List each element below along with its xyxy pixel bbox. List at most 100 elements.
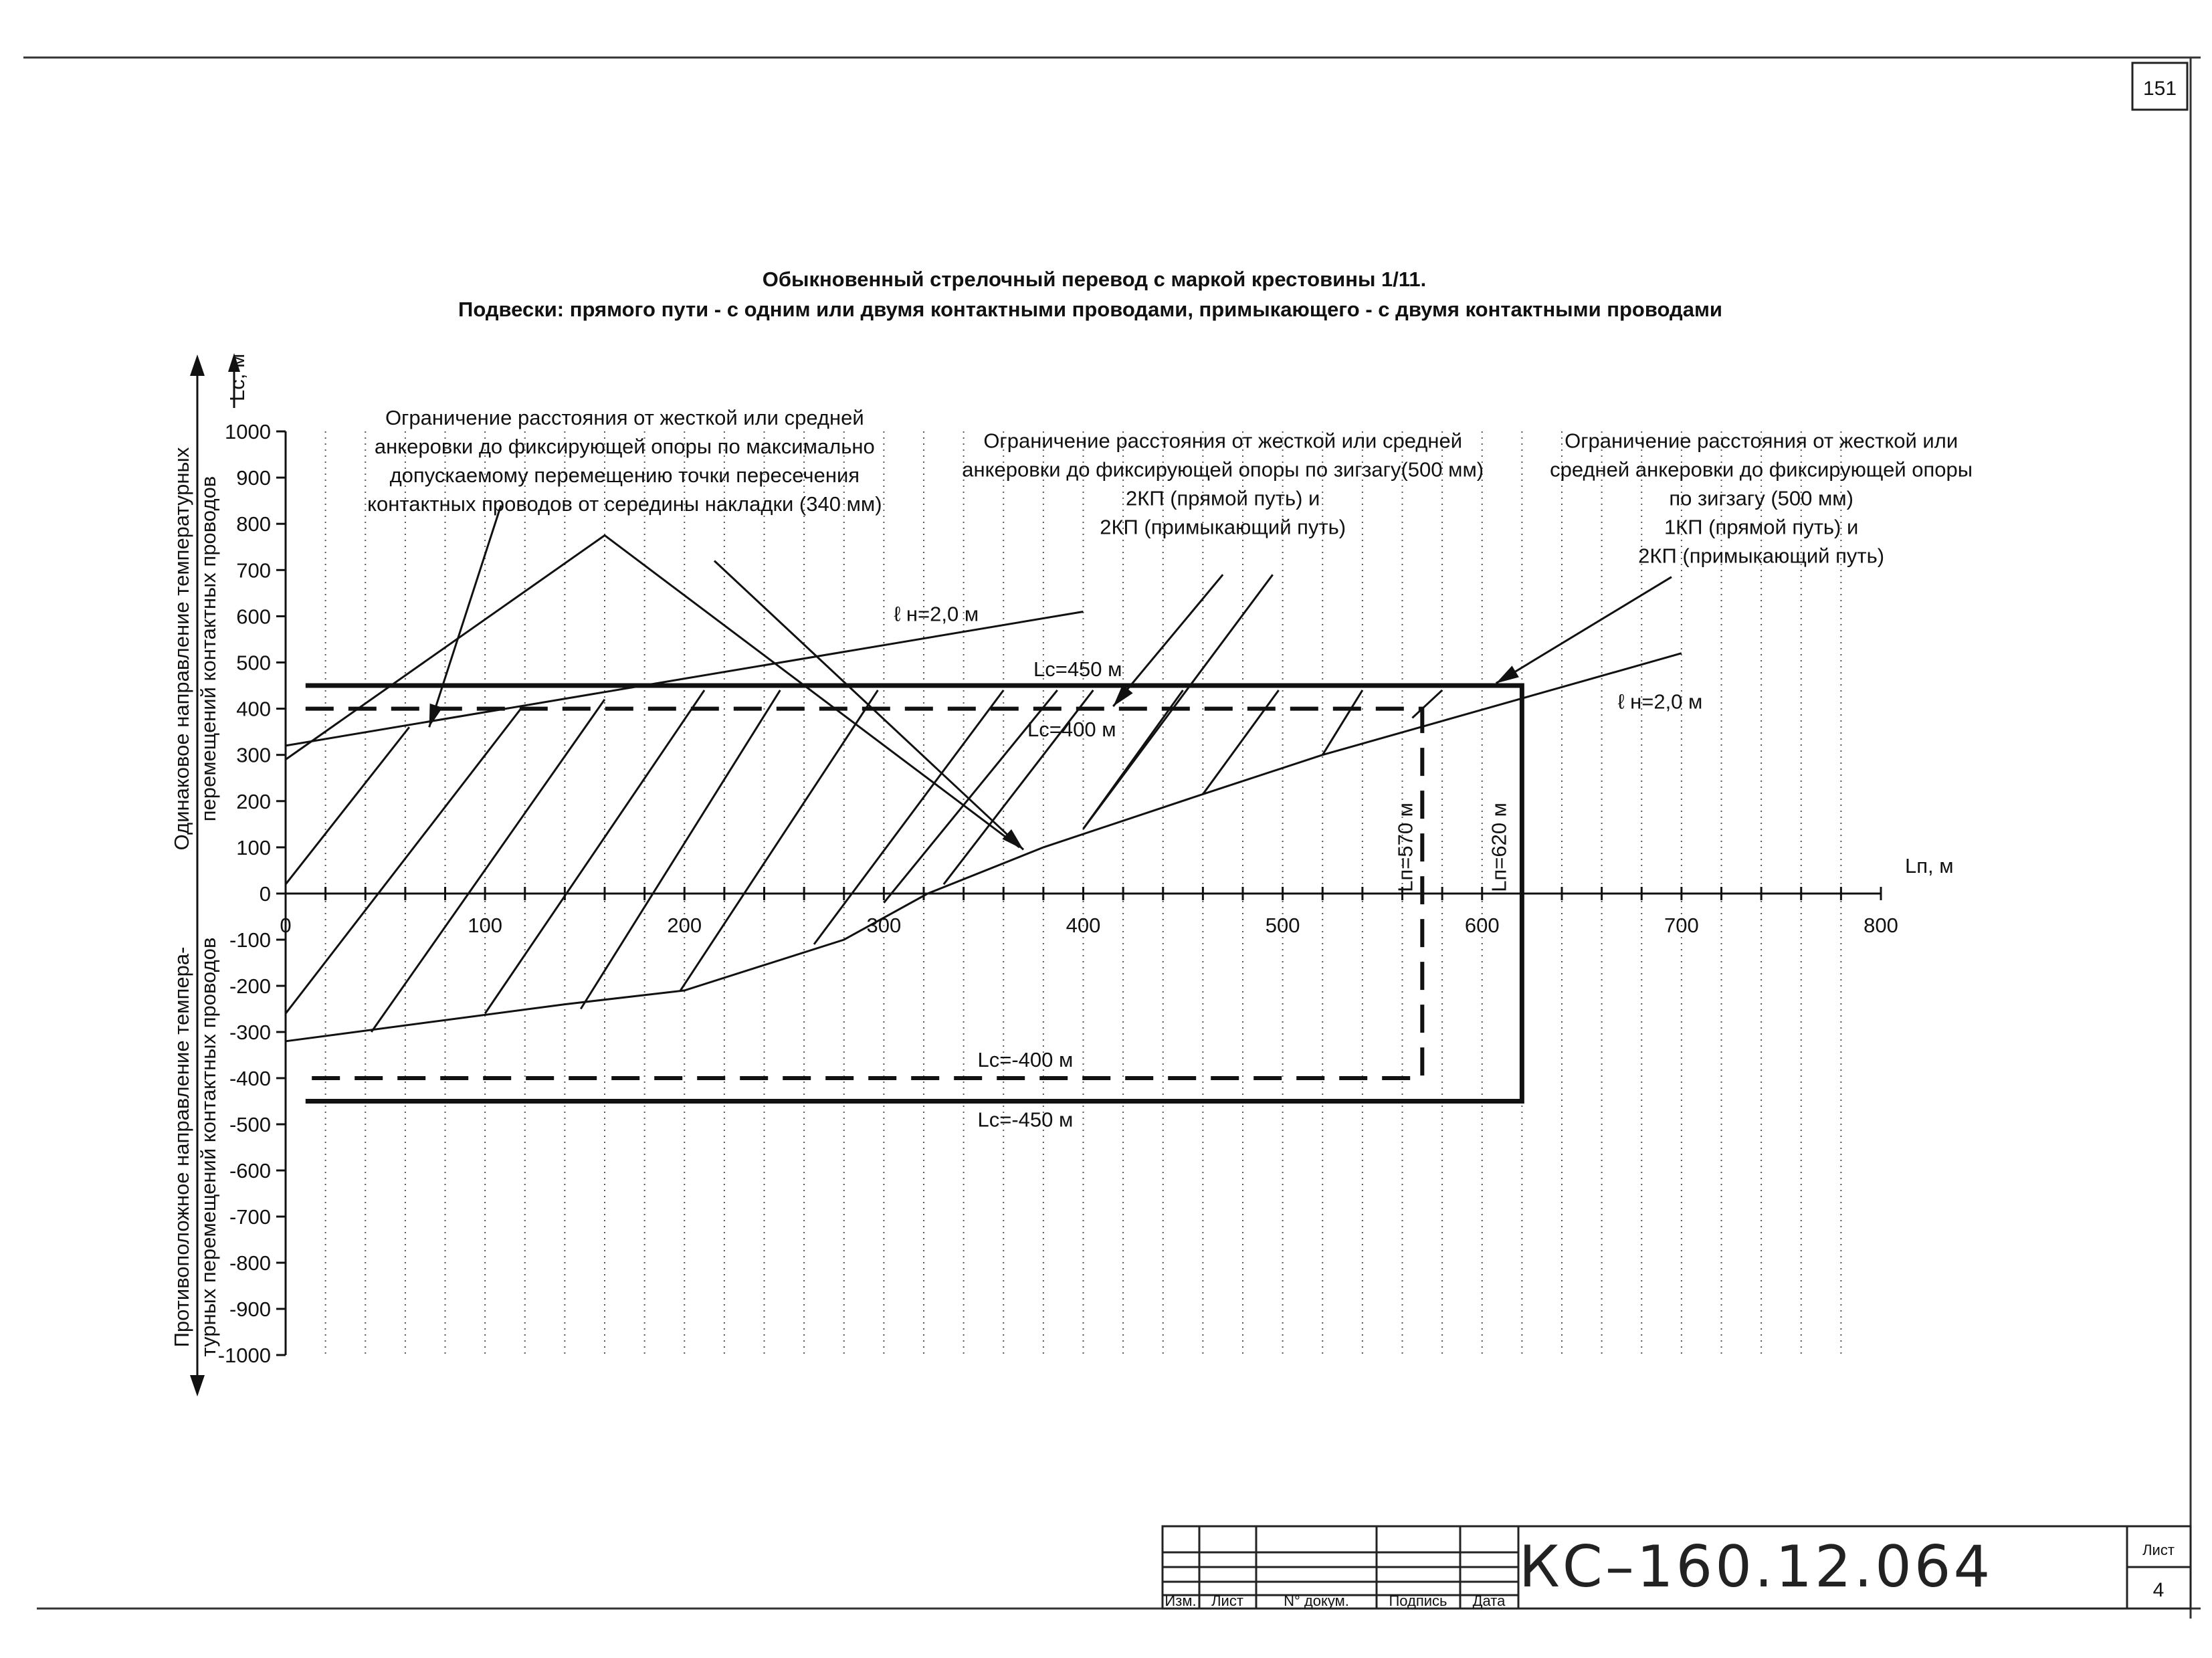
stamp-col-izm: Изм.	[1165, 1592, 1196, 1609]
series-line	[285, 652, 1682, 1043]
series-line	[305, 683, 1524, 1104]
annotation-line: анкеровки до фиксирующей опоры по максим…	[375, 435, 875, 458]
chart-subtitle: Подвески: прямого пути - с одним или дву…	[458, 298, 1722, 321]
lower-direction-line-1: Противоположное направление темпера-	[170, 947, 193, 1348]
series-line	[1321, 690, 1364, 756]
series-line	[1082, 574, 1274, 830]
annotation-line: допускаемому перемещению точки пересечен…	[390, 463, 860, 487]
stamp-col-list: Лист	[1211, 1592, 1243, 1609]
series-line	[1411, 689, 1443, 719]
y-tick-label: 400	[236, 698, 271, 721]
annotation-line: 2КП (прямой путь) и	[1126, 487, 1320, 510]
y-tick-label: 800	[236, 512, 271, 536]
series-line	[942, 690, 1094, 886]
annotation-text: Ограничение расстояния от жесткой или сре…	[1550, 429, 1973, 568]
y-axis-arrow-head	[228, 353, 240, 372]
annotation-text: Ограничение расстояния от жесткой или ср…	[367, 406, 882, 516]
annotation-label: Lс=400 м	[1027, 718, 1116, 741]
series-line	[484, 690, 706, 1015]
y-tick-label: -200	[229, 974, 271, 998]
y-tick-label: -1000	[218, 1344, 271, 1367]
annotation-line: 2КП (примыкающий путь)	[1100, 516, 1346, 539]
stamp-col-date: Дата	[1473, 1592, 1506, 1609]
annotation-label: Lп=620 м	[1488, 803, 1511, 892]
annotation-label: ℓ н=2,0 м	[1617, 690, 1702, 714]
y-tick-label: 600	[236, 605, 271, 628]
sheet-number-box	[2131, 62, 2189, 111]
chart-annotations: Ограничение расстояния от жесткой или ср…	[367, 406, 1973, 1131]
annotation-line: Ограничение расстояния от жесткой или ср…	[983, 429, 1462, 453]
x-tick-label: 400	[1066, 914, 1101, 937]
x-tick-label: 600	[1465, 914, 1500, 937]
x-tick-label: 700	[1664, 914, 1699, 937]
series-line	[285, 534, 1021, 849]
annotation-line: контактных проводов от середины накладки…	[367, 492, 882, 516]
y-tick-label: 0	[260, 882, 271, 906]
x-tick-label: 0	[280, 914, 291, 937]
y-tick-label: -400	[229, 1067, 271, 1090]
series-line	[1202, 690, 1280, 795]
chart-series	[284, 534, 1682, 1104]
annotation-text: Ограничение расстояния от жесткой или ср…	[962, 429, 1484, 539]
annotation-arrowhead	[1002, 829, 1024, 850]
y-tick-label: 1000	[225, 420, 271, 443]
series-line	[680, 690, 879, 991]
stamp-col-sign: Подпись	[1389, 1592, 1447, 1609]
lower-direction-label: Противоположное направление темпера- тур…	[170, 937, 220, 1356]
annotation-arrowhead	[429, 703, 443, 728]
chart-title: Обыкновенный стрелочный перевод с маркой…	[763, 268, 1427, 291]
stamp-col-doc: N° докум.	[1284, 1592, 1349, 1609]
title-block	[1161, 1525, 2192, 1610]
y-tick-label: -800	[229, 1251, 271, 1275]
annotation-arrow	[1495, 576, 1672, 684]
y-tick-label: 200	[236, 790, 271, 813]
annotation-arrow	[713, 560, 1025, 851]
sheet-number: 151	[2143, 78, 2177, 100]
series-line	[284, 726, 411, 886]
annotation-arrowhead	[1113, 684, 1133, 707]
series-line	[305, 706, 1425, 1080]
document-code: КС–160.12.064	[1519, 1534, 1993, 1600]
annotation-arrowhead	[1496, 665, 1519, 684]
annotation-line: средней анкеровки до фиксирующей опоры	[1550, 458, 1973, 482]
y-tick-label: -500	[229, 1113, 271, 1136]
upper-direction-line-2: перемещений контактных проводов	[197, 476, 220, 822]
y-tick-label: 500	[236, 651, 271, 675]
direction-arrow	[190, 354, 205, 1396]
annotation-arrow	[428, 505, 502, 728]
x-tick-label: 100	[468, 914, 502, 937]
y-tick-label: 900	[236, 466, 271, 490]
y-tick-label: 100	[236, 836, 271, 859]
x-tick-label: 800	[1864, 914, 1898, 937]
x-tick-label: 500	[1266, 914, 1300, 937]
y-tick-label: -600	[229, 1159, 271, 1182]
series-line	[284, 708, 522, 1015]
lower-direction-line-2: турных перемещений контактных проводов	[197, 937, 220, 1356]
y-tick-label: -300	[229, 1021, 271, 1044]
stamp-sheet-value: 4	[2153, 1579, 2165, 1601]
upper-direction-label: Одинаковое направление температурных пер…	[170, 447, 220, 850]
annotation-line: 2КП (примыкающий путь)	[1638, 544, 1884, 568]
y-tick-label: 700	[236, 558, 271, 582]
annotation-arrow	[1112, 574, 1224, 708]
annotation-line: анкеровки до фиксирующей опоры по зигзаг…	[962, 458, 1484, 482]
y-tick-label: -100	[229, 928, 271, 952]
annotation-label: Lс=-450 м	[977, 1108, 1073, 1131]
annotation-label: Lп=570 м	[1393, 803, 1417, 892]
y-tick-label: -900	[229, 1298, 271, 1321]
annotation-line: Ограничение расстояния от жесткой или	[1565, 429, 1958, 453]
annotation-label: ℓ н=2,0 м	[894, 602, 979, 625]
x-tick-label: 200	[667, 914, 702, 937]
series-line	[370, 698, 606, 1033]
annotation-label: Lс=-400 м	[977, 1048, 1073, 1071]
annotation-label: Lс=450 м	[1033, 657, 1122, 681]
series-line	[813, 690, 1005, 945]
series-line	[285, 611, 1084, 747]
upper-direction-line-1: Одинаковое направление температурных	[170, 447, 193, 850]
stamp-sheet-label: Лист	[2142, 1542, 2175, 1558]
annotation-line: 1КП (прямой путь) и	[1664, 516, 1858, 539]
series-line	[579, 690, 781, 1010]
annotation-line: по зигзагу (500 мм)	[1669, 487, 1853, 510]
